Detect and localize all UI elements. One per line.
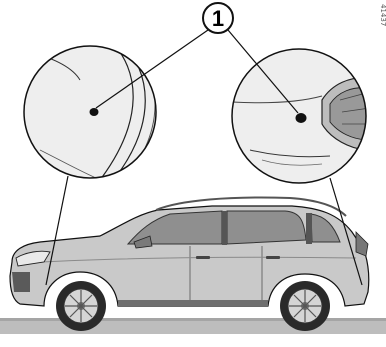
- callout-marker: 1: [203, 3, 233, 33]
- callout-number: 1: [212, 6, 224, 31]
- sensor-point-front: [90, 108, 99, 116]
- rear-bumper-detail: [232, 49, 370, 183]
- side-reference-code: 41437: [379, 4, 386, 26]
- ground-shadow: [0, 318, 386, 334]
- front-wheel: [56, 281, 106, 331]
- front-wheel-arch-detail: [24, 40, 156, 184]
- sensor-point-rear: [296, 113, 307, 123]
- rear-wheel: [280, 281, 330, 331]
